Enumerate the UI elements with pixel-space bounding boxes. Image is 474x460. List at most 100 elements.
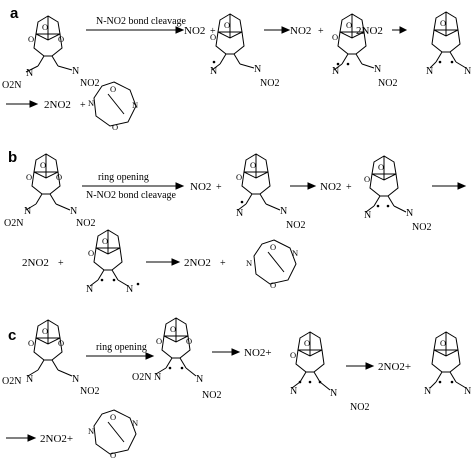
- svg-text:O: O: [110, 84, 116, 94]
- svg-text:+: +: [346, 182, 352, 193]
- svg-text:N: N: [72, 66, 79, 77]
- a-product-1: NO2: [184, 25, 205, 37]
- a-reactant: O O O N O2N N NO2: [2, 15, 99, 91]
- svg-text:N: N: [132, 100, 138, 110]
- svg-text:O: O: [304, 338, 310, 348]
- b-arrow-1-bottom: N-NO2 bond cleavage: [86, 190, 177, 201]
- c-arrow-4: [6, 434, 37, 442]
- svg-text:+: +: [220, 258, 226, 269]
- svg-text:O2N: O2N: [132, 372, 151, 383]
- svg-text:O: O: [290, 350, 296, 360]
- svg-text:N: N: [88, 426, 94, 436]
- svg-text:+: +: [58, 258, 64, 269]
- b-intermediate-1: O O N N NO2: [236, 153, 305, 231]
- c-final-ring: O N N O: [88, 409, 138, 460]
- svg-text:NO2: NO2: [286, 220, 305, 231]
- svg-text:N: N: [254, 64, 261, 75]
- svg-text:O: O: [112, 122, 118, 132]
- svg-text:+: +: [318, 26, 324, 37]
- c-product-3: 2NO2+: [40, 433, 73, 445]
- svg-text:O: O: [42, 326, 48, 336]
- svg-text:O: O: [28, 34, 34, 44]
- svg-text:N: N: [70, 206, 77, 217]
- svg-text:NO2: NO2: [260, 78, 279, 89]
- svg-text:N: N: [246, 258, 252, 268]
- a-intermediate-3: O N N: [426, 11, 471, 77]
- svg-text:+: +: [210, 26, 216, 37]
- c-arrow-2: [212, 348, 241, 356]
- svg-text:N: N: [132, 418, 138, 428]
- b-product-3: 2NO2: [22, 257, 49, 269]
- svg-text:O2N: O2N: [2, 376, 21, 387]
- svg-text:O: O: [110, 450, 116, 460]
- svg-text:O: O: [210, 32, 216, 42]
- svg-text:O: O: [88, 248, 94, 258]
- svg-text:N: N: [332, 66, 339, 77]
- b-final-ring: O N N O: [246, 239, 298, 290]
- b-product-2: NO2: [320, 181, 341, 193]
- svg-text:N: N: [154, 372, 161, 383]
- svg-text:N: N: [26, 68, 33, 79]
- svg-text:O2N: O2N: [4, 218, 23, 229]
- svg-text:N: N: [26, 374, 33, 385]
- svg-text:O: O: [186, 336, 192, 346]
- svg-text:O: O: [26, 172, 32, 182]
- svg-text:N: N: [290, 386, 297, 397]
- b-arrow-3: [432, 182, 467, 190]
- c-arrow-1-label: ring opening: [96, 342, 147, 353]
- svg-text:N: N: [292, 248, 298, 258]
- c-arrow-3: [346, 362, 375, 370]
- a-arrow-3: [392, 26, 408, 34]
- svg-text:O: O: [270, 280, 276, 290]
- svg-text:NO2: NO2: [80, 386, 99, 397]
- svg-text:N: N: [86, 284, 93, 295]
- svg-text:+: +: [216, 182, 222, 193]
- b-reactant: O O O N O2N N NO2: [4, 153, 95, 229]
- svg-text:NO2: NO2: [202, 390, 221, 401]
- svg-text:O: O: [40, 160, 46, 170]
- svg-text:O: O: [58, 34, 64, 44]
- svg-text:O2N: O2N: [2, 80, 21, 91]
- c-intermediate-3: O N N: [424, 331, 471, 397]
- a-arrow-2: [264, 26, 291, 34]
- svg-text:N: N: [24, 206, 31, 217]
- a-product-3: 2NO2: [356, 25, 383, 37]
- panel-c-label: c: [8, 327, 16, 344]
- svg-text:O: O: [236, 172, 242, 182]
- svg-text:N: N: [72, 374, 79, 385]
- svg-text:O: O: [346, 20, 352, 30]
- a-final-ring: O N N O: [88, 81, 138, 132]
- svg-text:NO2: NO2: [350, 402, 369, 413]
- svg-text:O: O: [332, 32, 338, 42]
- c-product-2: 2NO2+: [378, 361, 411, 373]
- svg-text:N: N: [330, 388, 337, 399]
- svg-text:O: O: [378, 162, 384, 172]
- svg-text:+: +: [80, 100, 86, 111]
- a-product-2: NO2: [290, 25, 311, 37]
- svg-text:O: O: [42, 22, 48, 32]
- svg-text:O: O: [170, 324, 176, 334]
- b-intermediate-3: O O N N: [86, 229, 140, 295]
- b-arrow-1: ring opening N-NO2 bond cleavage: [82, 172, 185, 201]
- svg-text:O: O: [28, 338, 34, 348]
- c-intermediate-2: O O N N NO2: [290, 331, 369, 413]
- svg-text:N: N: [236, 208, 243, 219]
- c-intermediate-1: O O O N O2N N NO2: [132, 317, 221, 401]
- svg-text:N: N: [364, 210, 371, 221]
- svg-text:N: N: [426, 66, 433, 77]
- svg-text:O: O: [364, 174, 370, 184]
- a-arrow-1-label: N-NO2 bond cleavage: [96, 16, 187, 27]
- svg-text:O: O: [102, 236, 108, 246]
- panel-b-label: b: [8, 149, 17, 166]
- b-arrow-4: [146, 258, 181, 266]
- c-product-1: NO2+: [244, 347, 272, 359]
- svg-text:O: O: [270, 242, 276, 252]
- svg-text:N: N: [374, 64, 381, 75]
- a-intermediate-2: O O N N NO2: [332, 13, 397, 89]
- b-arrow-2: [290, 182, 317, 190]
- svg-text:O: O: [224, 20, 230, 30]
- b-product-1: NO2: [190, 181, 211, 193]
- svg-text:N: N: [196, 374, 203, 385]
- c-arrow-1: ring opening: [86, 342, 155, 360]
